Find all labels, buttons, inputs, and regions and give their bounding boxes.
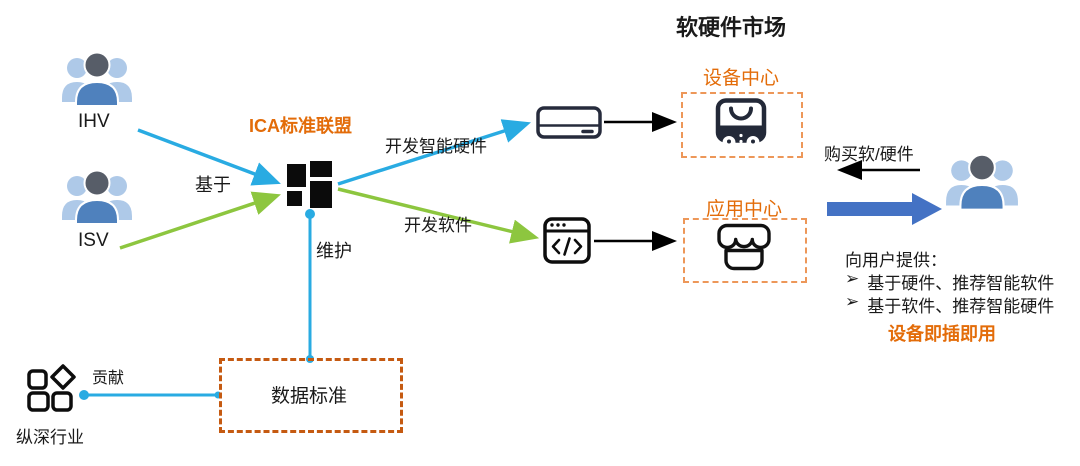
edge-isv-to-alliance <box>119 191 281 250</box>
vertical-industry-label: 纵深行业 <box>16 428 84 447</box>
app-store-icon <box>714 221 774 276</box>
device-store-icon <box>715 97 767 148</box>
vertical-industry-icon <box>26 364 82 416</box>
end-user-icon <box>944 152 1020 218</box>
data-standard-box <box>219 358 403 433</box>
edge-label-maintain: 维护 <box>316 241 352 261</box>
edge-label-buy: 购买软/硬件 <box>824 145 914 164</box>
edge-alliance-to-datastandard <box>305 209 315 363</box>
user-offer-bullet: ➢ 基于软件、推荐智能硬件 <box>845 292 1054 317</box>
edge-alliance-to-hardware <box>337 119 532 186</box>
edge-industry-to-datastandard <box>79 390 222 400</box>
smart-hardware-icon <box>536 106 602 139</box>
app-center-box <box>683 218 807 283</box>
edge-label-contribute: 贡献 <box>92 370 125 387</box>
user-offer-heading: 向用户提供： <box>845 251 947 270</box>
device-center-label: 设备中心 <box>702 68 779 89</box>
market-title: 软硬件市场 <box>676 15 787 40</box>
edge-label-dev-software: 开发软件 <box>404 216 472 235</box>
user-offer-bullet: ➢ 基于硬件、推荐智能软件 <box>845 269 1054 294</box>
plug-and-play-label: 设备即插即用 <box>888 324 996 344</box>
edge-label-dev-hardware: 开发智能硬件 <box>385 137 487 156</box>
ihv-label: IHV <box>78 111 110 132</box>
isv-label: ISV <box>78 230 109 251</box>
bullet-text: 基于软件、推荐智能硬件 <box>867 297 1055 316</box>
bullet-marker-icon: ➢ <box>845 292 860 311</box>
app-center-label: 应用中心 <box>705 199 782 220</box>
data-standard-label: 数据标准 <box>270 386 347 407</box>
bullet-marker-icon: ➢ <box>845 269 860 288</box>
bullet-text: 基于硬件、推荐智能软件 <box>867 274 1055 293</box>
edge-ihv-to-alliance <box>137 128 281 186</box>
device-center-box <box>681 92 803 158</box>
ica-alliance-grid-icon <box>287 161 333 209</box>
ica-alliance-label: ICA标准联盟 <box>249 116 352 136</box>
big-blue-arrow <box>827 193 942 225</box>
isv-users-icon <box>60 168 134 232</box>
edge-alliance-to-software <box>337 187 540 244</box>
software-code-icon <box>543 217 591 264</box>
ihv-users-icon <box>60 50 134 114</box>
edge-label-based-on: 基于 <box>195 175 231 195</box>
